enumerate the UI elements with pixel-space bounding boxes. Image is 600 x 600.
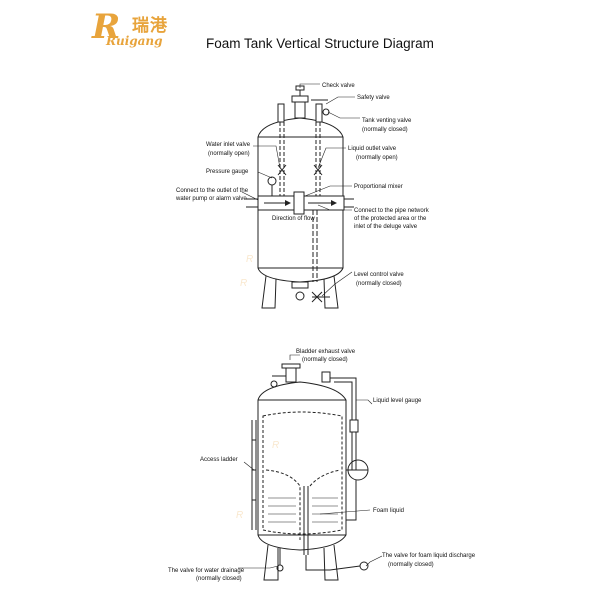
label-liquid-outlet-valve: Liquid outlet valve <box>348 146 397 152</box>
label-tank-venting-state: (normally closed) <box>362 127 408 133</box>
logo-chinese-name: 瑞港 <box>132 16 168 36</box>
diagram1-labels: Check valve Safety valve Tank venting va… <box>175 83 430 287</box>
label-liquid-outlet-state: (normally open) <box>356 155 398 161</box>
label-check-valve: Check valve <box>322 83 355 89</box>
label-proportional-mixer: Proportional mixer <box>354 184 403 190</box>
label-level-control-valve: Level control valve <box>354 272 404 278</box>
logo-english-name: Ruigang <box>106 34 163 48</box>
label-foam-discharge-2: (normally closed) <box>388 562 434 568</box>
watermark: R <box>240 278 247 289</box>
label-connect-network-3: inlet of the deluge valve <box>354 224 418 230</box>
label-liquid-level-gauge: Liquid level gauge <box>373 398 422 404</box>
watermark: R <box>246 254 253 265</box>
label-pressure-gauge: Pressure gauge <box>206 169 249 175</box>
diagram2-leaders <box>238 354 383 569</box>
diagram2-tank <box>251 363 369 581</box>
watermark: R <box>236 510 243 521</box>
label-tank-venting-valve: Tank venting valve <box>362 118 412 124</box>
label-access-ladder: Access ladder <box>200 457 238 463</box>
label-bladder-exhaust-valve: Bladder exhaust valve <box>296 349 356 355</box>
diagram1-leaders <box>241 83 360 297</box>
label-connect-outlet-1: Connect to the outlet of the <box>176 188 249 194</box>
label-bladder-exhaust-state: (normally closed) <box>302 357 348 363</box>
page-title: Foam Tank Vertical Structure Diagram <box>206 36 434 51</box>
brand-logo: R 瑞港 Ruigang <box>92 10 182 50</box>
label-water-inlet-state: (normally open) <box>208 151 250 157</box>
label-connect-network-2: of the protected area or the <box>354 216 427 222</box>
label-direction-of-flow: Direction of flow <box>272 216 315 222</box>
watermarks: R R R R <box>236 254 279 521</box>
label-connect-network-1: Connect to the pipe network <box>354 208 430 214</box>
label-water-drainage-1: The valve for water drainage <box>168 568 245 574</box>
label-foam-liquid: Foam liquid <box>373 508 404 514</box>
label-water-drainage-2: (normally closed) <box>196 576 242 582</box>
label-water-inlet-valve: Water inlet valve <box>206 142 251 148</box>
watermark: R <box>272 440 279 451</box>
label-level-control-state: (normally closed) <box>356 281 402 287</box>
logo-emblem: R <box>92 7 121 47</box>
diagram1-tank <box>246 85 354 309</box>
diagram2-labels: Bladder exhaust valve (normally closed) … <box>168 349 476 582</box>
label-connect-outlet-2: water pump or alarm valve <box>175 196 247 202</box>
label-foam-discharge-1: The valve for foam liquid discharge <box>382 553 476 559</box>
label-safety-valve: Safety valve <box>357 95 390 101</box>
